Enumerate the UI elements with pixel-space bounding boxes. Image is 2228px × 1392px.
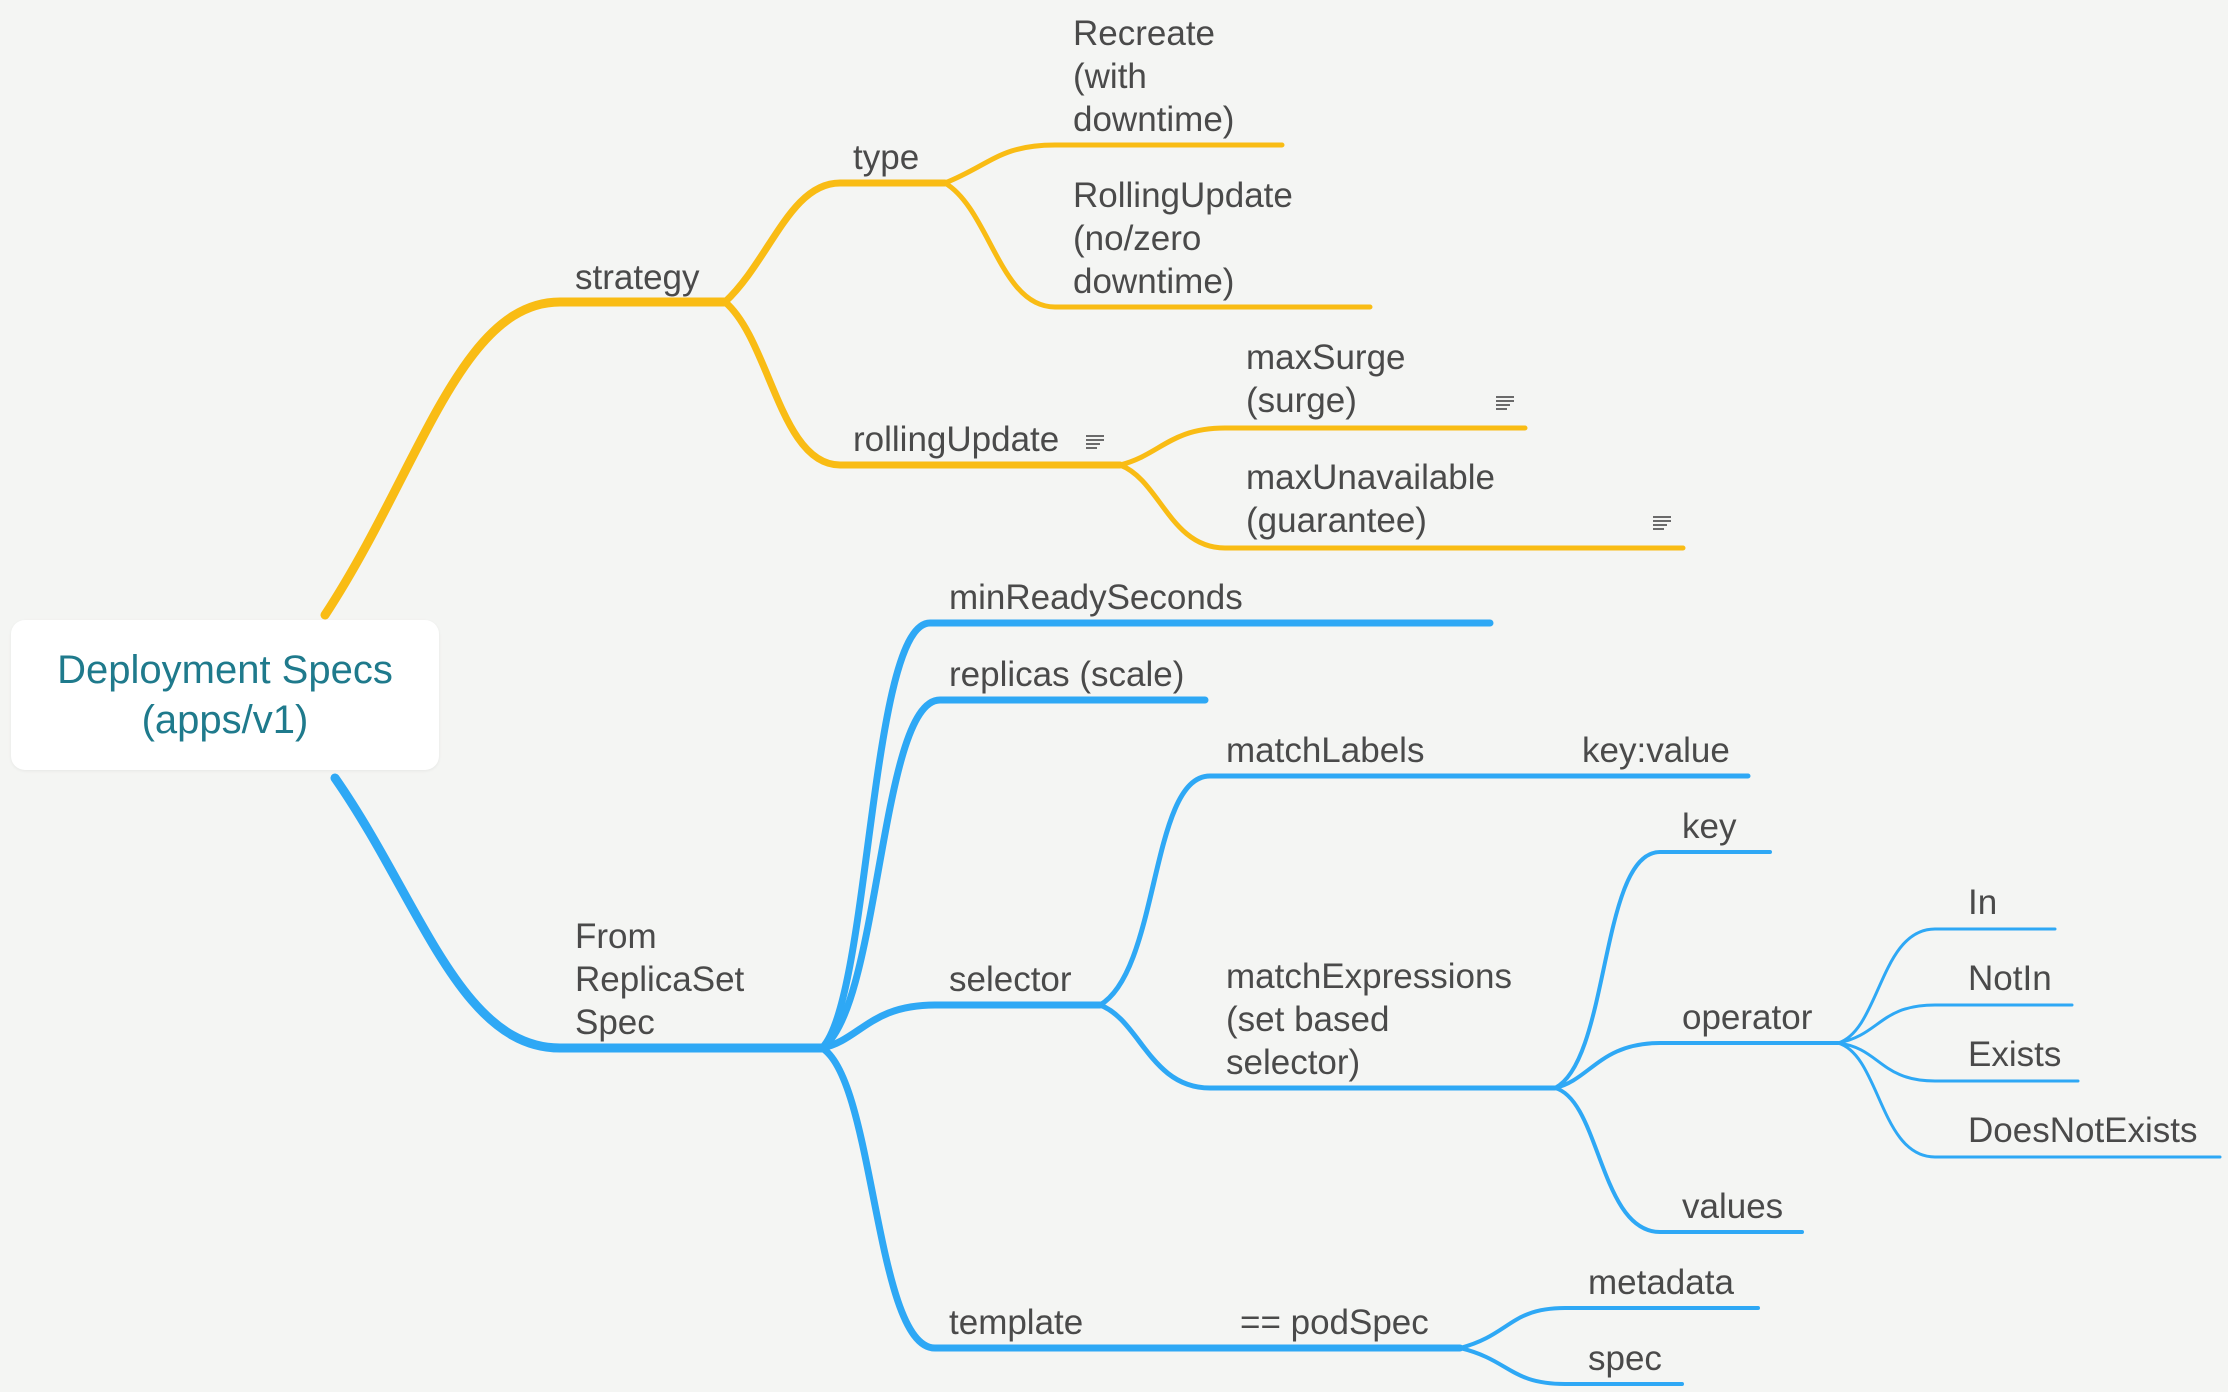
rollingupdate-note-icon[interactable] — [1086, 435, 1104, 449]
edge-rollingupdate-maxsurge — [1117, 425, 1528, 468]
edge-operator-in — [1836, 927, 2057, 1045]
node-replicas[interactable]: replicas (scale) — [949, 655, 1185, 694]
edge-template-spec — [1458, 1346, 1684, 1386]
node-maxunavailable[interactable]: maxUnavailable (guarantee) — [1246, 458, 1496, 540]
node-rollingupdate-type[interactable]: RollingUpdate (no/zero downtime) — [1073, 176, 1293, 301]
node-from-replicaset[interactable]: From ReplicaSet Spec — [575, 917, 745, 1042]
edge-operator-exists — [1836, 1041, 2080, 1083]
node-minreadyseconds[interactable]: minReadySeconds — [949, 578, 1243, 617]
edge-replicaset-minready — [818, 619, 1494, 1052]
node-matchexpressions[interactable]: matchExpressions (set based selector) — [1226, 957, 1512, 1082]
edge-strategy-rollingupdate — [721, 298, 1124, 469]
edge-operator-notin — [1836, 1003, 2074, 1045]
root-node[interactable]: Deployment Specs (apps/v1) — [11, 620, 439, 770]
edge-root-replicaset — [330, 773, 827, 1053]
edge-selector-matchexpressions — [1097, 1002, 1558, 1091]
edge-rollingupdate-maxunavailable — [1117, 462, 1686, 551]
node-maxsurge[interactable]: maxSurge (surge) — [1246, 338, 1406, 420]
node-op-exists[interactable]: Exists — [1968, 1035, 2062, 1074]
node-selector[interactable]: selector — [949, 960, 1072, 999]
maxunavailable-note-icon[interactable] — [1653, 516, 1671, 530]
node-key[interactable]: key — [1682, 807, 1737, 846]
edge-type-recreate — [942, 142, 1285, 186]
edge-type-rollingupdate — [942, 180, 1373, 310]
edge-matchexp-values — [1553, 1086, 1804, 1234]
edge-replicaset-selector — [818, 1001, 1104, 1052]
node-recreate[interactable]: Recreate (with downtime) — [1073, 14, 1235, 139]
node-op-doesnotexists[interactable]: DoesNotExists — [1968, 1111, 2198, 1150]
edge-root-strategy — [320, 297, 730, 620]
node-strategy[interactable]: strategy — [575, 258, 700, 297]
node-op-notin[interactable]: NotIn — [1968, 959, 2052, 998]
root-node-label: Deployment Specs (apps/v1) — [57, 648, 393, 742]
node-rollingupdate[interactable]: rollingUpdate — [853, 420, 1060, 459]
node-values[interactable]: values — [1682, 1187, 1784, 1226]
edge-selector-matchlabels — [1097, 773, 1751, 1008]
node-spec[interactable]: spec — [1588, 1339, 1662, 1378]
edge-strategy-type — [721, 179, 949, 306]
node-keyvalue[interactable]: key:value — [1582, 731, 1730, 770]
edge-operator-doesnotexists — [1836, 1041, 2222, 1159]
node-podspec[interactable]: == podSpec — [1240, 1303, 1429, 1342]
edge-replicaset-template — [818, 1044, 1464, 1352]
edge-matchexp-operator — [1553, 1041, 1840, 1090]
edge-replicaset-replicas — [818, 696, 1209, 1052]
maxsurge-note-icon[interactable] — [1496, 396, 1514, 410]
node-matchlabels[interactable]: matchLabels — [1226, 731, 1425, 770]
node-template[interactable]: template — [949, 1303, 1084, 1342]
edge-matchexp-key — [1553, 850, 1772, 1090]
node-metadata[interactable]: metadata — [1588, 1263, 1734, 1302]
node-type[interactable]: type — [853, 138, 920, 177]
edge-template-metadata — [1458, 1306, 1760, 1350]
node-op-in[interactable]: In — [1968, 883, 1998, 922]
node-operator[interactable]: operator — [1682, 998, 1813, 1037]
